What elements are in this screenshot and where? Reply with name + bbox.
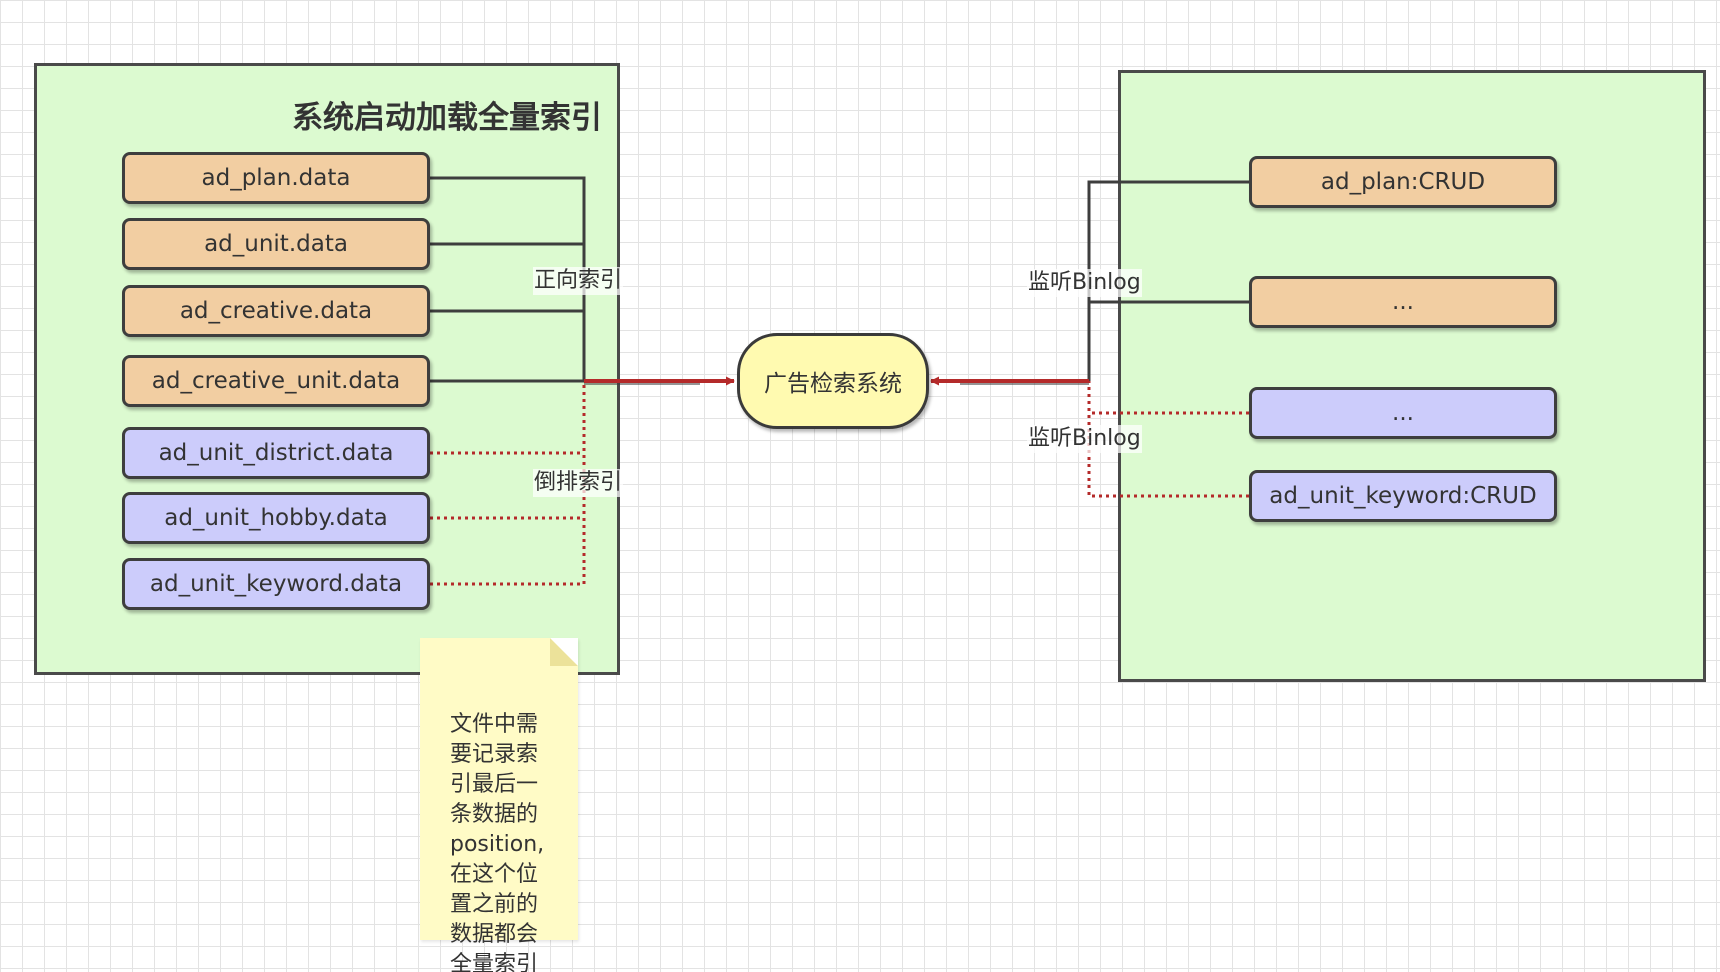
node-ad-unit-data[interactable]: ad_unit.data bbox=[122, 218, 430, 270]
node-label: ad_unit_district.data bbox=[158, 440, 394, 466]
node-ad-unit-hobby-data[interactable]: ad_unit_hobby.data bbox=[122, 492, 430, 544]
note-position-record[interactable]: 文件中需 要记录索 引最后一 条数据的 position, 在这个位 置之前的 … bbox=[420, 638, 578, 972]
right-forward-lines bbox=[1087, 180, 1249, 381]
label-binlog-bottom: 监听Binlog bbox=[1027, 425, 1142, 453]
node-ad-plan-data[interactable]: ad_plan.data bbox=[122, 152, 430, 204]
node-label: ... bbox=[1392, 289, 1414, 315]
node-label: ad_unit_keyword:CRUD bbox=[1269, 483, 1537, 509]
node-ad-plan-crud[interactable]: ad_plan:CRUD bbox=[1249, 156, 1557, 208]
left-group-title: 系统启动加载全量索引 bbox=[292, 100, 602, 136]
node-ad-unit-keyword-crud[interactable]: ad_unit_keyword:CRUD bbox=[1249, 470, 1557, 522]
node-ad-retrieval-system[interactable]: 广告检索系统 bbox=[737, 333, 929, 429]
node-ad-creative-data[interactable]: ad_creative.data bbox=[122, 285, 430, 337]
node-label: ad_unit.data bbox=[204, 231, 348, 257]
left-inverted-lines bbox=[430, 381, 586, 586]
node-ad-unit-district-data[interactable]: ad_unit_district.data bbox=[122, 427, 430, 479]
line-ad-plan bbox=[430, 176, 586, 381]
right-inverted-lines bbox=[1087, 381, 1249, 498]
node-label: ad_creative_unit.data bbox=[151, 368, 401, 394]
node-label: ... bbox=[1392, 400, 1414, 426]
node-right-inverted-ellipsis[interactable]: ... bbox=[1249, 387, 1557, 439]
node-label: ad_unit_hobby.data bbox=[164, 505, 388, 531]
label-binlog-top: 监听Binlog bbox=[1027, 269, 1142, 297]
center-node-label: 广告检索系统 bbox=[764, 371, 902, 397]
note-text: 文件中需 要记录索 引最后一 条数据的 position, 在这个位 置之前的 … bbox=[450, 712, 545, 972]
note-fold-corner bbox=[550, 638, 578, 666]
line-ad-unit-keyword bbox=[430, 381, 586, 586]
node-right-forward-ellipsis[interactable]: ... bbox=[1249, 276, 1557, 328]
label-inverted-index: 倒排索引 bbox=[533, 469, 624, 497]
node-label: ad_plan.data bbox=[201, 165, 351, 191]
label-forward-index: 正向索引 bbox=[533, 267, 624, 295]
node-ad-unit-keyword-data[interactable]: ad_unit_keyword.data bbox=[122, 558, 430, 610]
line-ad-plan-crud bbox=[1087, 180, 1249, 381]
node-label: ad_unit_keyword.data bbox=[149, 571, 403, 597]
node-label: ad_plan:CRUD bbox=[1320, 169, 1486, 195]
left-forward-lines bbox=[430, 176, 586, 383]
node-label: ad_creative.data bbox=[179, 298, 373, 324]
node-ad-creative-unit-data[interactable]: ad_creative_unit.data bbox=[122, 355, 430, 407]
